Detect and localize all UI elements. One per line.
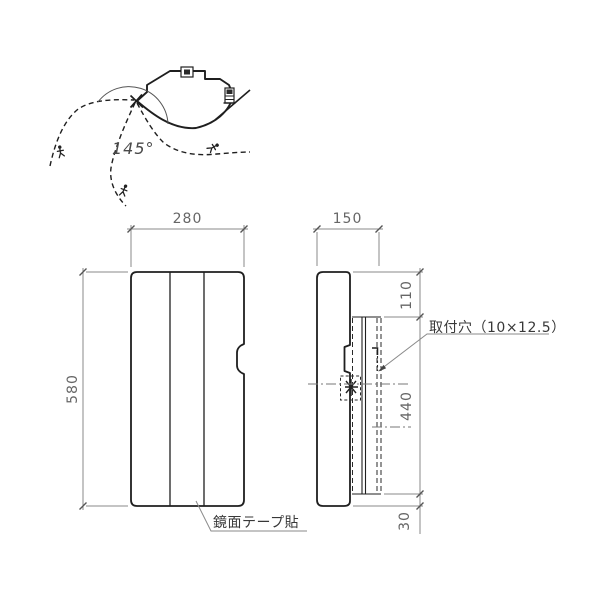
front-dimensions: [79, 225, 307, 532]
screw-hidden-box: [340, 375, 361, 401]
corner-cross-icon: [129, 93, 144, 109]
plan-outline: [136, 70, 234, 129]
leader-mounting-hole: [378, 333, 549, 372]
front-outline: [130, 271, 245, 507]
slot-mark: [372, 347, 379, 355]
sight-line-left: [49, 99, 135, 167]
cart-icon: [223, 87, 236, 104]
screw-icon: [345, 379, 358, 396]
front-view: [130, 271, 245, 507]
sight-line-right: [136, 102, 251, 156]
plate-edges-solid: [352, 316, 381, 495]
leader-mirror-tape: [195, 500, 307, 532]
mounting-hole-note: 取付穴（10×12.5）: [429, 320, 566, 336]
front-height-dim: 580: [65, 374, 81, 404]
person-icon: [118, 183, 129, 197]
dim-ticks: [79, 225, 248, 510]
person-icon: [54, 144, 66, 159]
angle-arc: [97, 86, 169, 125]
ext-line: [353, 271, 423, 507]
plate-edges-hidden: [352, 318, 382, 493]
person-icon: [206, 140, 221, 154]
leader-arrowhead: [378, 364, 387, 372]
side-dimensions: [313, 225, 549, 534]
side-depth-dim: 150: [332, 211, 363, 227]
side-hole-span-dim: 440: [399, 391, 415, 421]
ext-line: [130, 225, 245, 267]
dim-ticks: [313, 225, 424, 510]
ext-line: [316, 232, 380, 266]
side-top-offset-dim: 110: [399, 280, 415, 310]
top-view: [49, 66, 251, 207]
front-width-dim: 280: [172, 211, 203, 227]
ext-line: [86, 271, 128, 507]
side-outline: [316, 271, 351, 507]
mirror-tape-note: 鏡面テープ貼: [213, 515, 300, 531]
sight-line-middle: [109, 102, 136, 207]
wall-corner-line: [214, 89, 251, 121]
side-bottom-offset-dim: 30: [397, 511, 413, 531]
angle-label: 145°: [112, 139, 155, 158]
top-clip-inner: [184, 69, 190, 75]
side-view: [308, 271, 411, 507]
